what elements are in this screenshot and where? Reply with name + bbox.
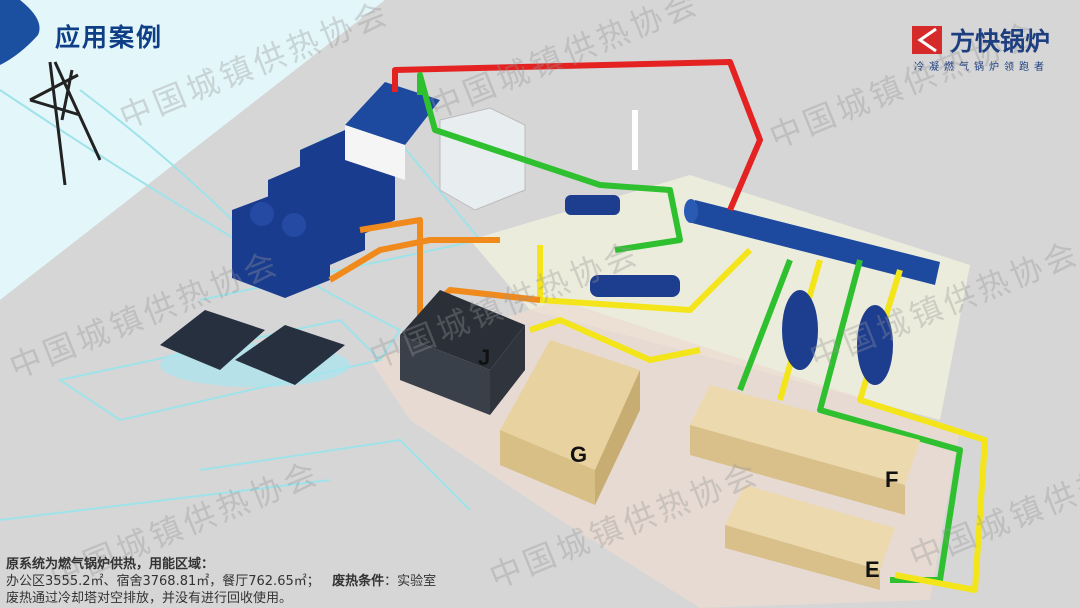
building-j: J: [400, 290, 525, 415]
building-g: G: [500, 340, 640, 505]
description: 原系统为燃气锅炉供热，用能区域： 办公区3555.2㎡、宿舍3768.81㎡，餐…: [6, 556, 436, 607]
building-label-e: E: [865, 557, 880, 582]
boiler-house: [345, 82, 440, 180]
water-tank: [439, 107, 526, 211]
waste-heat-label: 废热条件: [332, 574, 385, 589]
logo-mark-icon: [912, 26, 942, 54]
description-heading: 原系统为燃气锅炉供热，用能区域：: [6, 557, 215, 572]
solar-panels: [160, 310, 350, 387]
description-line3: 废热通过冷却塔对空排放，并没有进行回收使用。: [6, 591, 293, 606]
building-label-f: F: [885, 467, 898, 492]
logo-name: 方快锅炉: [950, 27, 1051, 56]
building-e: E: [725, 485, 895, 590]
description-areas: 办公区3555.2㎡、宿舍3768.81㎡，餐厅762.65㎡；: [6, 574, 320, 589]
power-tower-icon: [29, 61, 102, 186]
building-label-j: J: [478, 345, 490, 370]
heat-pump-units: [232, 130, 395, 298]
building-label-g: G: [570, 442, 587, 467]
page-title: 应用案例: [55, 23, 164, 52]
building-f: F: [690, 385, 920, 515]
plot-equipment: [470, 175, 970, 420]
title-decoration: [0, 0, 40, 65]
logo-slogan: 冷凝燃气锅炉领跑者: [914, 62, 1049, 73]
header-tank: [684, 199, 940, 285]
pump-groups: [565, 195, 893, 385]
waste-heat-value: ：实验室: [384, 574, 437, 589]
